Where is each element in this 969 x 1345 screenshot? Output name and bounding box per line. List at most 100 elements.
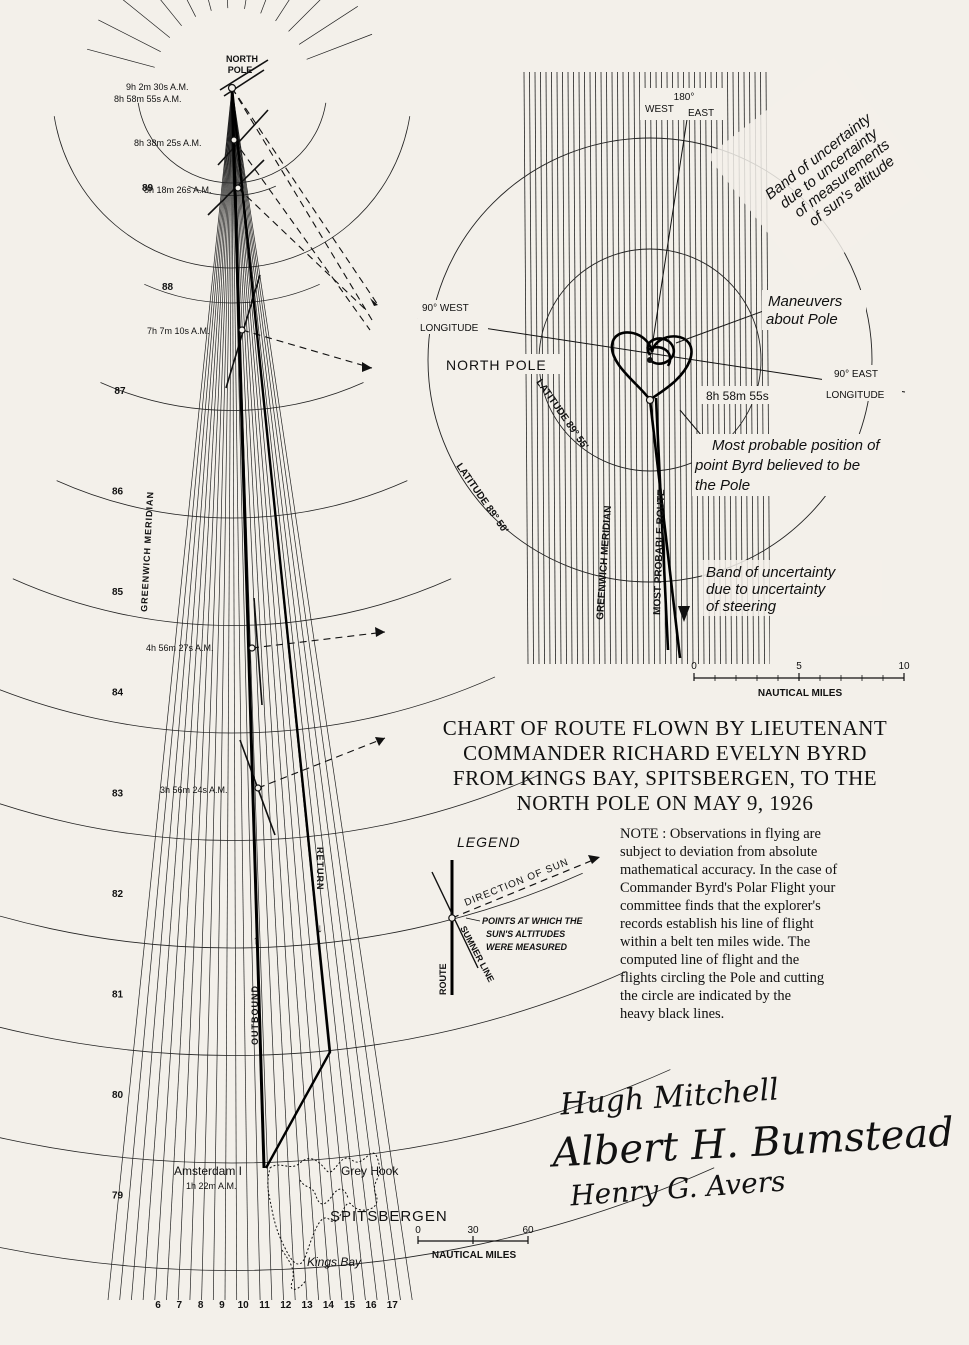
north-pole-label-2: POLE [228,65,253,75]
hatch-line [398,589,609,600]
right-scale-unit: NAUTICAL MILES [758,688,843,699]
longitude-label: 11 [259,1300,270,1311]
east-label: EAST [688,108,714,119]
pole-ring [137,102,327,184]
legend-title: LEGEND [457,834,521,850]
hatch-line [584,72,589,664]
outbound-arrow: ↑ [253,933,259,947]
meridian-line [166,87,233,1301]
kings-bay-label: Kings Bay [307,1255,362,1269]
longitude-label: 6 [155,1300,161,1311]
latitude-label: 81 [112,989,124,1000]
hatch-line [694,72,699,664]
meridian-line [119,87,233,1301]
outbound-label: OUTBOUND [250,985,260,1045]
hatch-line [600,72,606,664]
most-probable-label: Most probable position of [712,437,881,454]
latitude-arc [100,382,364,411]
meridian-line [231,87,238,1301]
time-label: 8h 38m 25s A.M. [134,138,202,148]
most-probable-route-label: MOST PROBABLE ROUTE [652,489,667,615]
return-route [230,87,332,1169]
sun-arrowheads [362,298,385,746]
legend-sun-arrowhead [588,855,600,864]
hatch-line [906,70,965,579]
time-label: 8h 58m 55s A.M. [114,94,182,104]
detail-route [610,331,693,659]
spitsbergen-coastline [267,1152,380,1290]
band-steering-label: Band of uncertainty [706,564,837,581]
pole-ray [122,0,171,38]
hatch-line [398,546,666,600]
meridian-line [231,87,319,1301]
hatch-line [925,70,965,565]
left-scale-tick: 60 [522,1225,534,1236]
time-label: 7h 7m 10s A.M. [147,326,210,336]
latitude-label: 79 [112,1191,124,1202]
east-longitude-sub: LONGITUDE [826,390,885,401]
hatch-line [578,72,584,664]
pole-ray [87,48,155,68]
meridian-180-label: 180° [674,92,695,103]
meridian-line [231,87,366,1301]
hatch-line [611,72,617,664]
pole-ray [260,0,267,14]
latitude-label: 82 [112,889,124,900]
pole-ray [288,0,321,32]
note-line: the circle are indicated by the [620,988,792,1004]
maneuvers-label-2: about Pole [766,311,838,328]
pole-ray [244,0,247,10]
legend-point [448,914,456,922]
pole-ray [298,6,358,45]
title-line: COMMANDER RICHARD EVELYN BYRD [463,741,867,765]
meridian-line [212,87,233,1301]
hatch-line [920,70,965,568]
latitude-label: 87 [114,386,126,397]
flight-route [230,87,332,1169]
latitude-circle-outer [427,137,873,583]
sun-direction-lines [231,87,386,789]
hatch-line [398,557,652,600]
hatch-line [949,70,965,547]
meridian-line [231,87,249,1301]
hatch-line [633,72,639,664]
legend-points-label-2: SUN'S ALTITUDES [486,929,565,939]
legend-points-label-3: WERE MEASURED [486,942,568,952]
amsterdam-time-label: 1h 22m A.M. [186,1181,237,1191]
hatch-line [688,72,694,664]
band-steering-label-2: due to uncertainty [706,581,827,598]
meridian-line [231,87,296,1301]
amsterdam-label: Amsterdam I [174,1164,242,1178]
left-scale-tick: 0 [415,1225,421,1236]
leader-lines [675,309,767,449]
legend-diagram: DIRECTION OF SUN POINTS AT WHICH THE SUN… [431,855,600,995]
title-line: FROM KINGS BAY, SPITSBERGEN, TO THE [452,766,878,790]
left-scale-bar [417,1236,529,1244]
latitude-arc [144,283,320,304]
hatch-line [901,70,965,583]
longitude-label: 15 [344,1300,356,1311]
pole-ray [98,19,161,52]
latitude-arc [0,676,496,734]
latitude-label: 85 [112,587,124,598]
hatch-line [562,72,567,664]
meridian-line [231,87,284,1301]
latitude-label: 80 [112,1090,124,1101]
meridian-line [231,87,308,1301]
pole-ray [227,0,229,9]
hatch-line [944,70,965,550]
hatch-line [644,72,650,664]
longitude-label: 12 [280,1300,292,1311]
meridian-line [201,87,233,1301]
grey-hook-label: Grey Hook [341,1164,399,1178]
meridian-lines [87,0,413,1301]
note-line: Commander Byrd's Polar Flight your [620,880,836,896]
pole-ray [208,0,212,11]
hatch-line [887,70,965,594]
band-steering-label-3: of steering [706,598,777,615]
longitude-label: 10 [238,1300,250,1311]
note-line: computed line of flight and the [620,952,800,968]
most-probable-label-3: the Pole [695,477,750,494]
pole-ray [306,33,373,60]
